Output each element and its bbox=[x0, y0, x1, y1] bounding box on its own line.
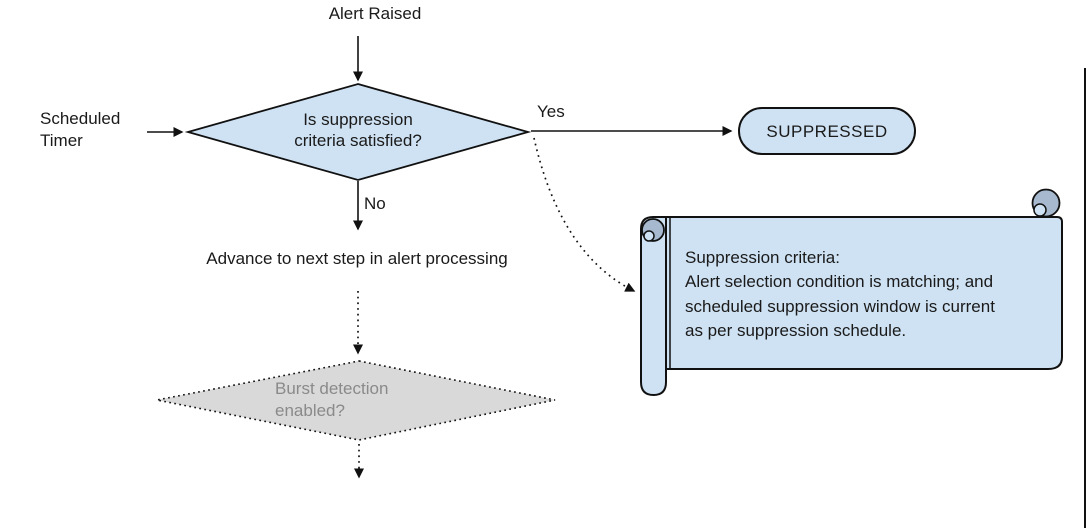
note-line1: Suppression criteria: bbox=[685, 248, 840, 267]
note-left-roll bbox=[640, 216, 667, 397]
note-line4: as per suppression schedule. bbox=[685, 321, 907, 341]
burst-detection-label: Burst detection enabled? bbox=[275, 378, 388, 422]
decision-line1: Is suppression bbox=[303, 110, 413, 129]
decision-diamond bbox=[184, 83, 532, 181]
note-line2: Alert selection condition is matching; a… bbox=[685, 272, 994, 292]
scheduled-timer-line1: Scheduled bbox=[40, 109, 121, 128]
suppression-criteria-note: Suppression criteria: Alert selection co… bbox=[685, 246, 995, 344]
decision-label: Is suppression criteria satisfied? bbox=[294, 109, 422, 151]
note-scroll-shape bbox=[640, 188, 1063, 397]
note-line3: scheduled suppression window is current bbox=[685, 296, 995, 316]
scheduled-timer-line2: Timer bbox=[40, 131, 83, 150]
no-branch-label: No bbox=[364, 194, 386, 213]
suppressed-label: SUPPRESSED bbox=[766, 121, 888, 141]
advance-step-label: Advance to next step in alert processing bbox=[206, 249, 508, 268]
decision-line2: criteria satisfied? bbox=[294, 131, 422, 150]
burst-line2: enabled? bbox=[275, 401, 345, 420]
yes-branch-label: Yes bbox=[537, 102, 565, 121]
note-curl-top-left-inner bbox=[643, 230, 655, 242]
note-curl-top-right-inner bbox=[1033, 203, 1047, 217]
burst-line1: Burst detection bbox=[275, 379, 389, 398]
start-label: Alert Raised bbox=[328, 4, 422, 23]
scheduled-timer-label: Scheduled Timer bbox=[40, 108, 120, 152]
dotted-connector-to-note bbox=[533, 137, 636, 292]
burst-diamond bbox=[156, 360, 556, 441]
note-body bbox=[653, 216, 1063, 370]
suppressed-terminator bbox=[738, 107, 916, 155]
